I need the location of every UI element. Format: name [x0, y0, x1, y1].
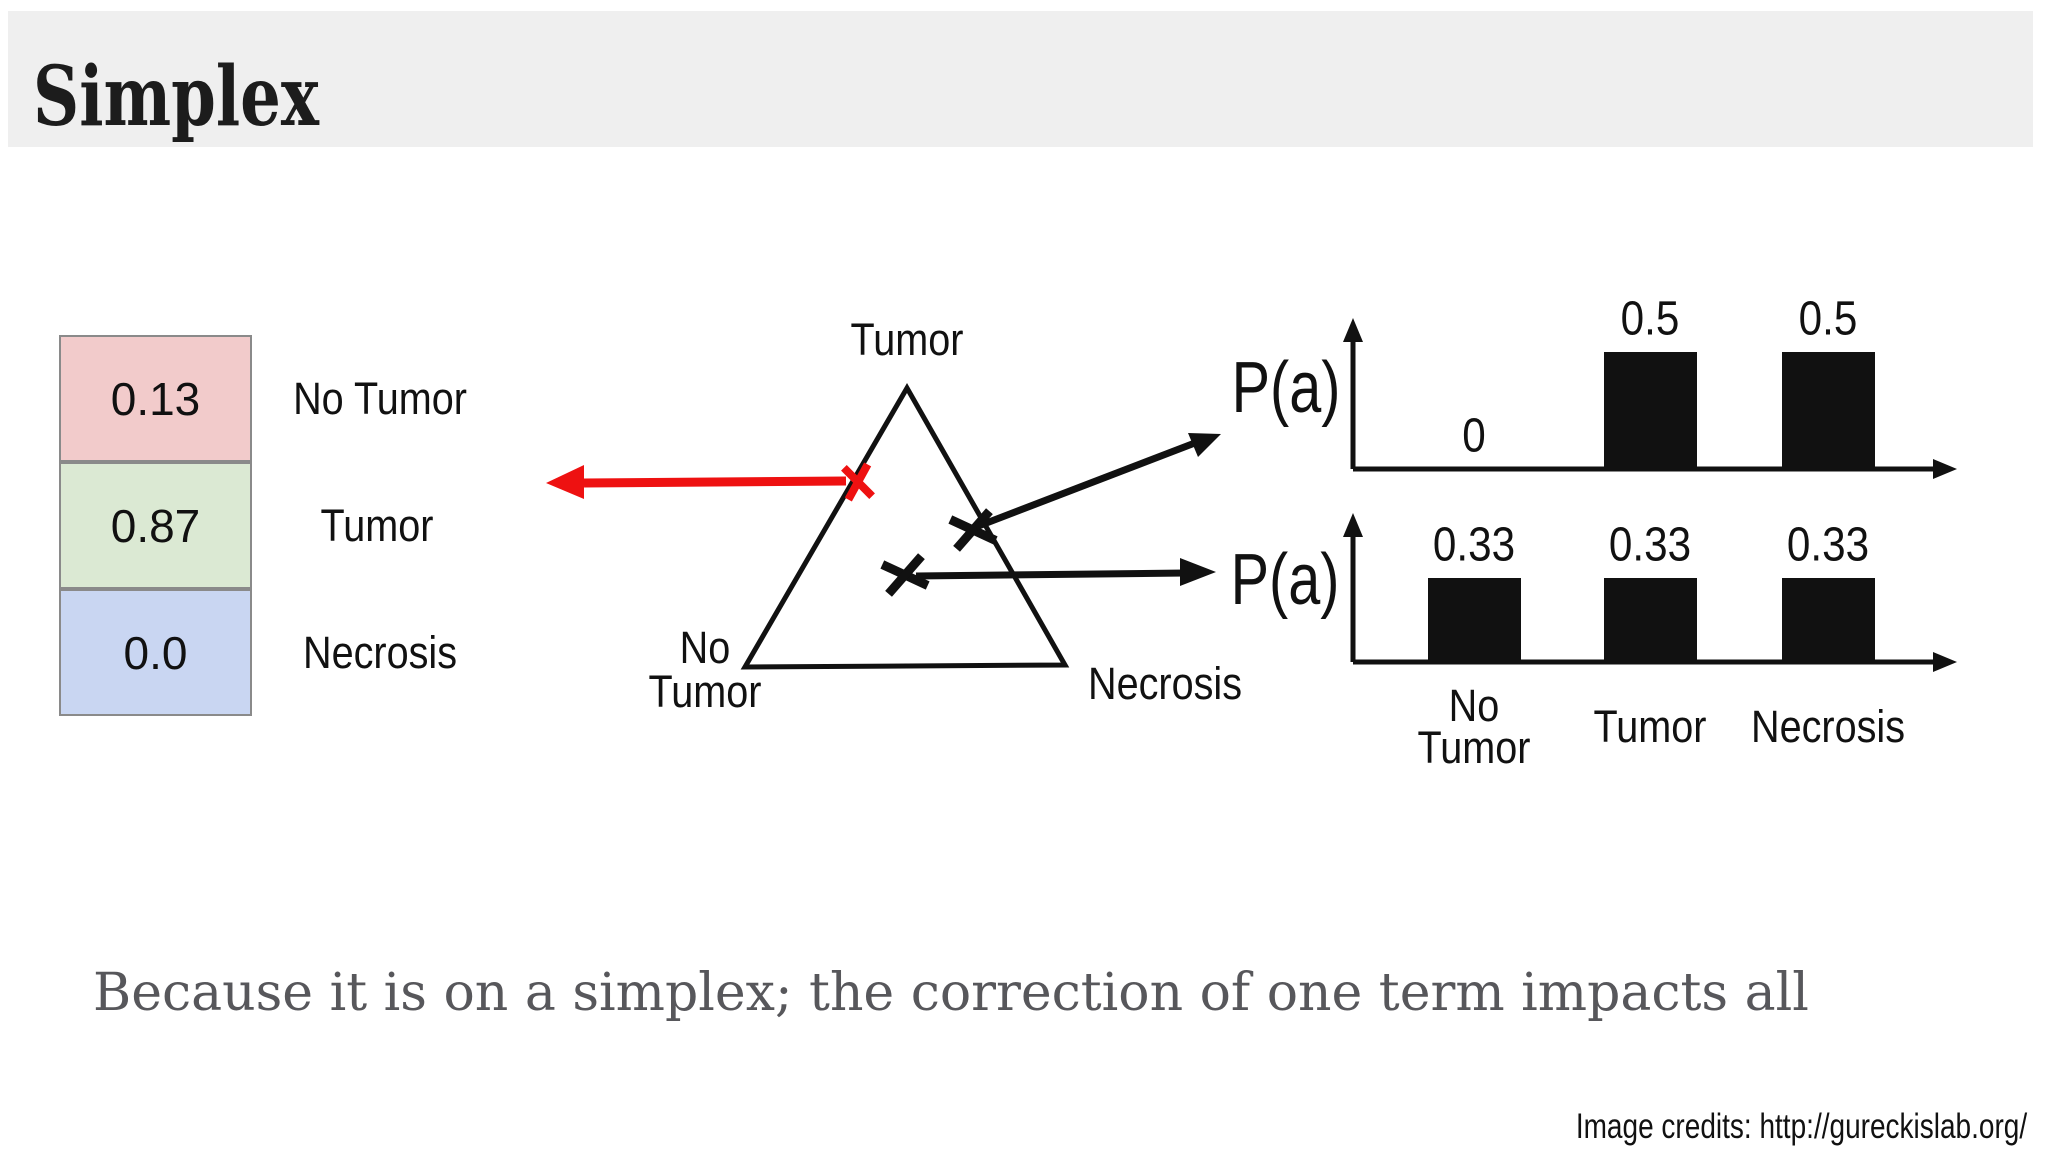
prob-cell-necrosis: 0.0 [59, 589, 252, 716]
bar-tumor [1604, 352, 1697, 469]
top-chart-x-arrowhead-icon [1933, 459, 1957, 479]
triangle-label-tumor: Tumor [850, 314, 964, 365]
bar-value-label: 0.33 [1608, 518, 1692, 572]
prob-cell-tumor: 0.87 [59, 462, 252, 589]
category-label: Tumor [1593, 701, 1707, 752]
bar-tumor [1604, 578, 1697, 662]
bottom-chart-ylabel: P(a) [1230, 540, 1340, 620]
bar-value-label: 0 [1462, 409, 1486, 463]
prob-cell-no-tumor: 0.13 [59, 335, 252, 462]
bottom-chart-x-arrowhead-icon [1933, 652, 1957, 672]
category-label: Necrosis [1750, 701, 1906, 752]
red-correction-arrow [583, 476, 847, 488]
red-x-mark-icon [841, 462, 875, 502]
bottom-chart-y-arrowhead-icon [1343, 513, 1363, 537]
arrowhead-bottom-icon [1180, 558, 1216, 586]
arrowhead-top-icon [1188, 433, 1221, 457]
arrow-to-bottom-chart [915, 569, 1187, 580]
bar-no-tumor [1428, 578, 1521, 662]
prob-value-tumor: 0.87 [110, 499, 201, 552]
arrow-to-top-chart [974, 437, 1202, 531]
bar-necrosis [1782, 578, 1875, 662]
triangle-label-necrosis: Necrosis [1087, 658, 1243, 709]
image-credits: Image credits: http://gureckislab.org/ [1575, 1107, 2027, 1146]
bar-value-label: 0.5 [1620, 292, 1680, 346]
bar-necrosis [1782, 352, 1875, 469]
prob-value-no-tumor: 0.13 [110, 372, 201, 425]
red-arrowhead-icon [546, 465, 584, 499]
category-label: No Tumor [1417, 680, 1531, 773]
title-bar: Simplex [8, 11, 2033, 147]
footer-text: Because it is on a simplex; the correcti… [93, 963, 1809, 1023]
prob-label-tumor: Tumor [320, 500, 434, 551]
x-mark-edge-icon [948, 508, 998, 552]
page-title: Simplex [33, 49, 320, 145]
prob-label-necrosis: Necrosis [302, 627, 458, 678]
top-chart-ylabel: P(a) [1231, 348, 1341, 428]
top-chart-y-arrowhead-icon [1343, 318, 1363, 342]
prob-label-no-tumor: No Tumor [293, 373, 467, 424]
x-mark-center-icon [880, 553, 930, 597]
bar-value-label: 0.33 [1432, 518, 1516, 572]
triangle-label-no-tumor: No Tumor [648, 622, 762, 717]
bar-value-label: 0.33 [1786, 518, 1870, 572]
prob-value-necrosis: 0.0 [123, 626, 188, 679]
bar-value-label: 0.5 [1798, 292, 1858, 346]
